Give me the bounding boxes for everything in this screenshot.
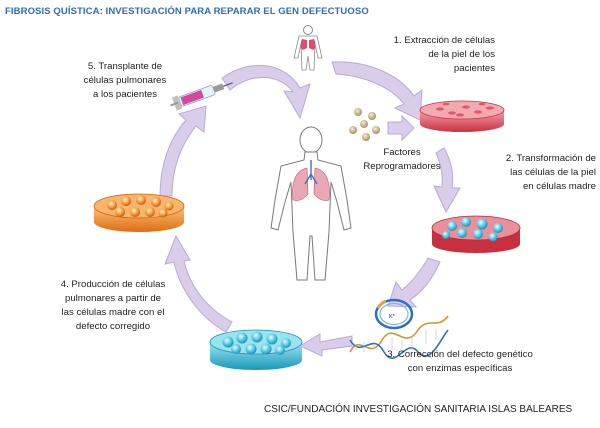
arrow-reprogramming <box>433 147 461 214</box>
step4-label: 4. Producción de células pulmonares a pa… <box>60 279 166 332</box>
dish-stem-cells <box>431 215 521 253</box>
patient-icon-center <box>270 126 352 281</box>
arrow-transplant-to-body <box>221 64 311 120</box>
page-title: FIBROSIS QUÍSTICA: INVESTIGACIÓN PARA RE… <box>5 6 369 17</box>
dish-skin-cells <box>419 100 505 132</box>
cycle-arrows <box>159 61 461 357</box>
syringe-icon <box>170 82 233 111</box>
plasmid-label: K* <box>389 314 396 320</box>
dish-lung-cells <box>93 193 185 232</box>
reprogramming-factors-icon <box>349 108 380 141</box>
step5-label: 5. Transplante de células pulmonares a l… <box>83 61 167 100</box>
factors-label: Factores Reprogramadores <box>363 147 441 172</box>
dna-helix-icon <box>349 315 449 360</box>
plasmid-icon: K* <box>374 298 414 330</box>
step2-label: 2. Transformación de las células de la p… <box>505 153 596 192</box>
arrow-stem-to-plasmid <box>387 257 441 308</box>
step3-label: 3. Corrección del defecto genético con e… <box>387 349 533 374</box>
footer-credit: CSIC/FUNDACIÓN INVESTIGACIÓN SANITARIA I… <box>264 404 573 415</box>
arrow-to-transplant <box>159 105 207 197</box>
step1-label: 1. Extracción de células de la piel de l… <box>393 35 495 74</box>
patient-icon-top <box>293 25 323 71</box>
arrow-factors <box>387 114 415 142</box>
dish-corrected-cells <box>209 329 303 370</box>
arrow-production <box>164 234 233 333</box>
arrow-correction <box>298 333 353 357</box>
